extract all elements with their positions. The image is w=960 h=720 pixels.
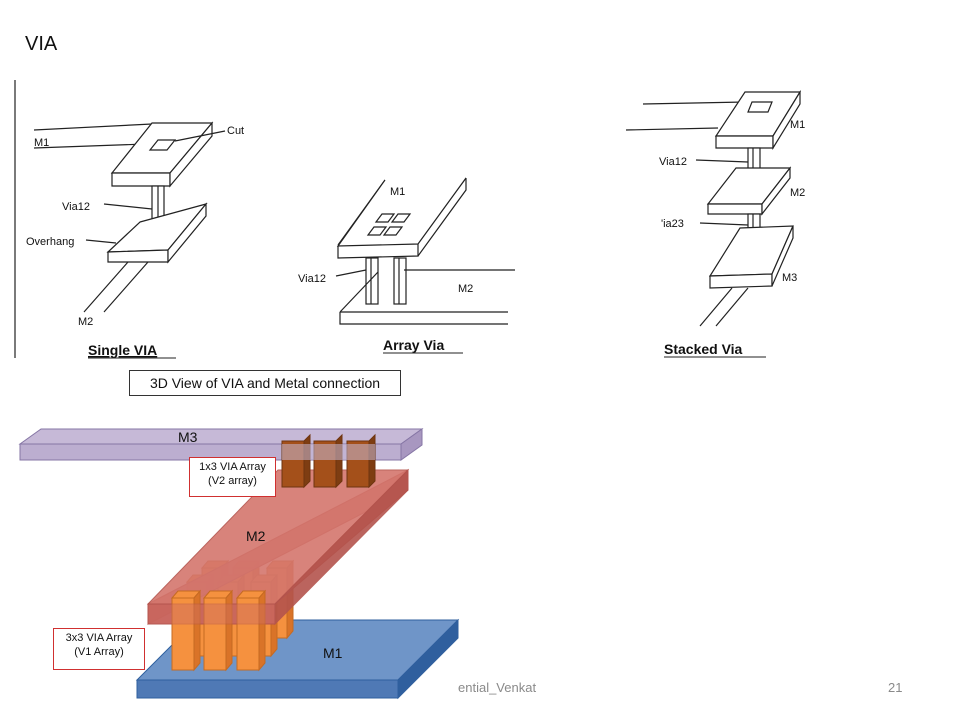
stacked-via-caption: Stacked Via bbox=[664, 341, 743, 357]
single-m2-label: M2 bbox=[78, 316, 93, 328]
view3d-diagram: M1 M2 M3 bbox=[18, 428, 460, 700]
array-m2-label: M2 bbox=[458, 283, 473, 295]
v2-vias bbox=[281, 433, 376, 489]
v2-array-line1: 1x3 VIA Array bbox=[199, 461, 266, 473]
stacked-via12-label: Via12 bbox=[659, 156, 687, 168]
v2-array-line2: (V2 array) bbox=[208, 475, 257, 487]
slide-title: VIA bbox=[25, 33, 58, 55]
v1-array-line2: (V1 Array) bbox=[74, 646, 124, 658]
array-via12-label: Via12 bbox=[298, 273, 326, 285]
stacked-via23-label: 'ia23 bbox=[661, 218, 684, 230]
single-overhang-label: Overhang bbox=[26, 236, 74, 248]
m3-label: M3 bbox=[178, 429, 198, 445]
stacked-m2-label: M2 bbox=[790, 187, 805, 199]
m2-slab-top bbox=[146, 469, 410, 605]
view3d-caption: 3D View of VIA and Metal connection bbox=[129, 370, 401, 396]
v1-vias-front bbox=[170, 589, 267, 672]
single-cut bbox=[148, 139, 177, 151]
page-number: 21 bbox=[888, 680, 903, 695]
stacked-via-diagram: M1 Via12 M2 'ia23 M3 Stacked Via bbox=[625, 89, 805, 358]
array-m1-label: M1 bbox=[390, 186, 405, 198]
m2-label: M2 bbox=[246, 528, 266, 544]
single-via-caption: Single VIA bbox=[88, 342, 157, 358]
v1-array-line1: 3x3 VIA Array bbox=[65, 632, 133, 644]
single-m1-wire bbox=[33, 123, 153, 149]
single-cut-label: Cut bbox=[227, 125, 244, 137]
v2-array-label: 1x3 VIA Array (V2 array) bbox=[189, 457, 276, 497]
stacked-m3-label: M3 bbox=[782, 272, 797, 284]
m1-label: M1 bbox=[323, 645, 343, 661]
array-via12-a bbox=[365, 257, 379, 305]
array-via12-b bbox=[393, 257, 407, 305]
stacked-m1-label: M1 bbox=[790, 119, 805, 131]
footer-text: ential_Venkat bbox=[458, 680, 537, 695]
single-via-diagram: M1 Cut Via12 Overhang M2 Single VIA bbox=[26, 121, 244, 359]
single-m1-label: M1 bbox=[34, 137, 49, 149]
array-via-diagram: M1 Via12 M2 Array Via bbox=[298, 177, 515, 354]
array-via-caption: Array Via bbox=[383, 337, 444, 353]
single-via12-label: Via12 bbox=[62, 201, 90, 213]
v1-array-label: 3x3 VIA Array (V1 Array) bbox=[53, 628, 145, 670]
